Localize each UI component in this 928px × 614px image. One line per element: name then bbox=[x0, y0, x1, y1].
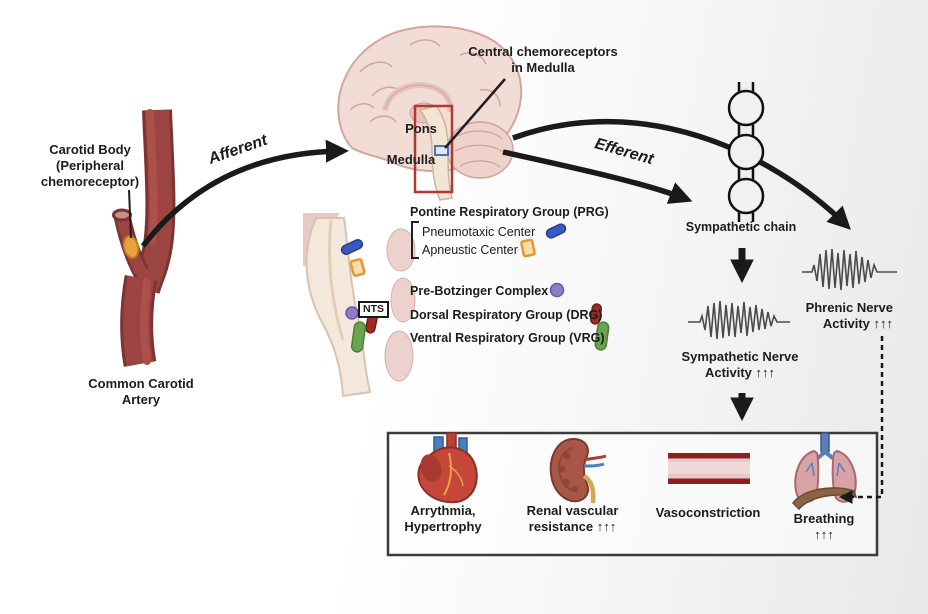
efferent-arrow-sympathetic bbox=[502, 149, 693, 204]
heart-icon bbox=[417, 432, 478, 504]
vrg-marker-inset bbox=[350, 321, 367, 353]
prg-bracket bbox=[411, 221, 419, 259]
pneumotaxic-legend-marker bbox=[545, 223, 567, 239]
medulla-label: Medulla bbox=[386, 152, 436, 167]
prebotzinger-label: Pre-Botzinger Complex bbox=[410, 284, 549, 298]
blood-vessel-icon bbox=[668, 453, 750, 484]
nts-label: NTS bbox=[358, 301, 389, 318]
heart-outcome-label: Arrythmia, Hypertrophy bbox=[404, 503, 482, 534]
lungs-diaphragm-icon bbox=[792, 432, 858, 511]
carotid-artery-icon bbox=[112, 109, 176, 367]
apneustic-legend-marker bbox=[520, 238, 536, 258]
phrenic-nerve-activity-label: Phrenic Nerve Activity ↑↑↑ bbox=[805, 300, 893, 331]
brain-sagittal-icon bbox=[337, 25, 523, 201]
vrg-label: Ventral Respiratory Group (VRG) bbox=[410, 331, 605, 345]
drg-label: Dorsal Respiratory Group (DRG) bbox=[410, 308, 603, 322]
vrg-legend-marker bbox=[594, 321, 610, 351]
efferent-arrow-phrenic bbox=[512, 118, 851, 230]
lungs-outcome-label: Breathing ↑↑↑ bbox=[793, 511, 855, 542]
prg-label: Pontine Respiratory Group (PRG) bbox=[410, 205, 609, 219]
central-chemoreceptor-marker bbox=[434, 145, 449, 156]
vessel-outcome-label: Vasoconstriction bbox=[655, 505, 761, 520]
pneumotaxic-marker-inset bbox=[340, 239, 364, 255]
prebotzinger-marker-inset bbox=[345, 306, 359, 320]
apneustic-label: Apneustic Center bbox=[422, 243, 518, 257]
carotid-body-pointer-line bbox=[128, 189, 132, 239]
apneustic-marker-inset bbox=[349, 258, 366, 277]
sympathetic-chain-label: Sympathetic chain bbox=[685, 220, 797, 234]
common-carotid-artery-label: Common Carotid Artery bbox=[88, 376, 194, 407]
central-chemoreceptor-pointer-line bbox=[444, 78, 506, 149]
central-chemoreceptors-label: Central chemoreceptors in Medulla bbox=[468, 44, 618, 75]
brainstem-inset-icon bbox=[303, 213, 416, 398]
sympathetic-nerve-waveform bbox=[688, 300, 790, 340]
drg-legend-marker bbox=[589, 303, 603, 325]
carotid-body-label: Carotid Body (Peripheral chemoreceptor) bbox=[40, 142, 140, 189]
brainstem-highlight-box bbox=[413, 104, 454, 194]
kidney-outcome-label: Renal vascular resistance ↑↑↑ bbox=[526, 503, 619, 534]
afferent-arrow bbox=[140, 139, 349, 248]
ganglia-chain-icon bbox=[727, 82, 765, 222]
pneumotaxic-label: Pneumotaxic Center bbox=[422, 225, 536, 239]
sympathetic-nerve-activity-label: Sympathetic Nerve Activity ↑↑↑ bbox=[681, 349, 799, 380]
phrenic-nerve-waveform bbox=[802, 248, 897, 291]
outcomes-box bbox=[386, 431, 879, 557]
kidney-icon bbox=[549, 437, 607, 504]
prebotzinger-legend-marker bbox=[549, 282, 565, 298]
carotid-body-icon bbox=[122, 235, 140, 259]
pons-label: Pons bbox=[405, 121, 437, 136]
